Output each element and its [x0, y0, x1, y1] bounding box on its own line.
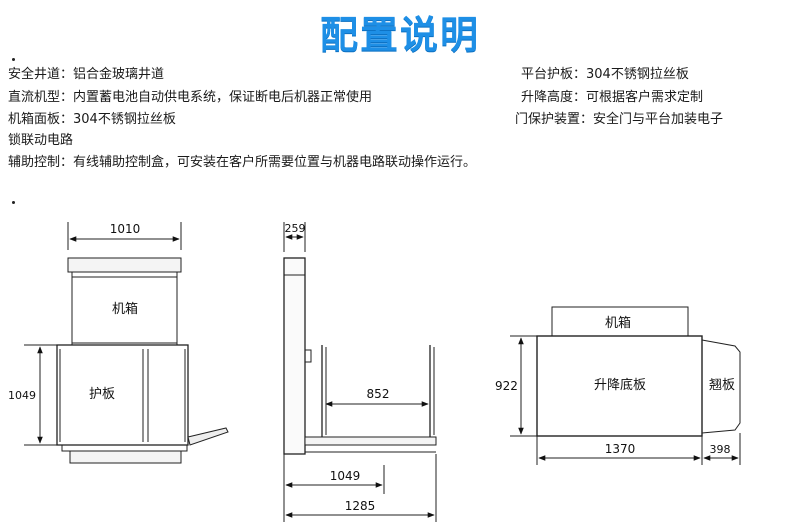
dim-label-length: 1370 [605, 442, 636, 456]
front-view [24, 222, 229, 464]
spec-shaft: 安全井道：铝合金玻璃井道 [8, 67, 165, 82]
dim-label-ramp: 398 [710, 443, 731, 456]
top-view [510, 306, 741, 465]
label-ramp: 翘板 [709, 378, 735, 393]
platform-guard-front [56, 344, 189, 446]
dim-label-bottom1: 1049 [330, 469, 361, 483]
dim-label-width: 1010 [110, 222, 141, 236]
dim-label-bottom2: 1285 [345, 499, 376, 513]
front-ramp [187, 427, 229, 446]
side-bracket [304, 349, 312, 363]
spec-motor: 直流机型：内置蓄电池自动供电系统，保证断电后机器正常使用 [8, 90, 373, 105]
dim-label-inner: 852 [367, 387, 390, 401]
spec-guard: 平台护板：304不锈钢拉丝板 [521, 67, 689, 82]
top-ramp [701, 339, 741, 434]
dim-label-top-height: 922 [495, 379, 518, 393]
label-guard: 护板 [89, 387, 115, 402]
label-top-machine-box: 机箱 [605, 315, 631, 331]
dim-label-height: 1049 [8, 389, 36, 402]
front-top-cap [67, 257, 182, 273]
front-base [61, 444, 188, 452]
side-column [283, 257, 306, 455]
side-view [283, 222, 437, 522]
front-base-foot [69, 450, 182, 464]
spec-panel-wrap: 锁联动电路 [8, 133, 74, 148]
machine-box-front [71, 276, 178, 344]
bullet-dot [12, 58, 15, 61]
page-title: 配置说明 [319, 13, 480, 57]
bullet-dot [12, 201, 15, 204]
dim-label-depth: 259 [285, 222, 306, 235]
side-floor [304, 436, 437, 446]
label-platform: 升降底板 [594, 377, 646, 393]
spec-aux: 辅助控制：有线辅助控制盒，可安装在客户所需要位置与机器电路联动操作运行。 [8, 155, 477, 170]
spec-door: 门保护装置：安全门与平台加装电子 [515, 112, 724, 127]
top-platform [536, 335, 703, 437]
spec-panel: 机箱面板：304不锈钢拉丝板 [8, 112, 176, 127]
label-machine-box: 机箱 [112, 301, 138, 317]
spec-height: 升降高度：可根据客户需求定制 [521, 90, 704, 105]
